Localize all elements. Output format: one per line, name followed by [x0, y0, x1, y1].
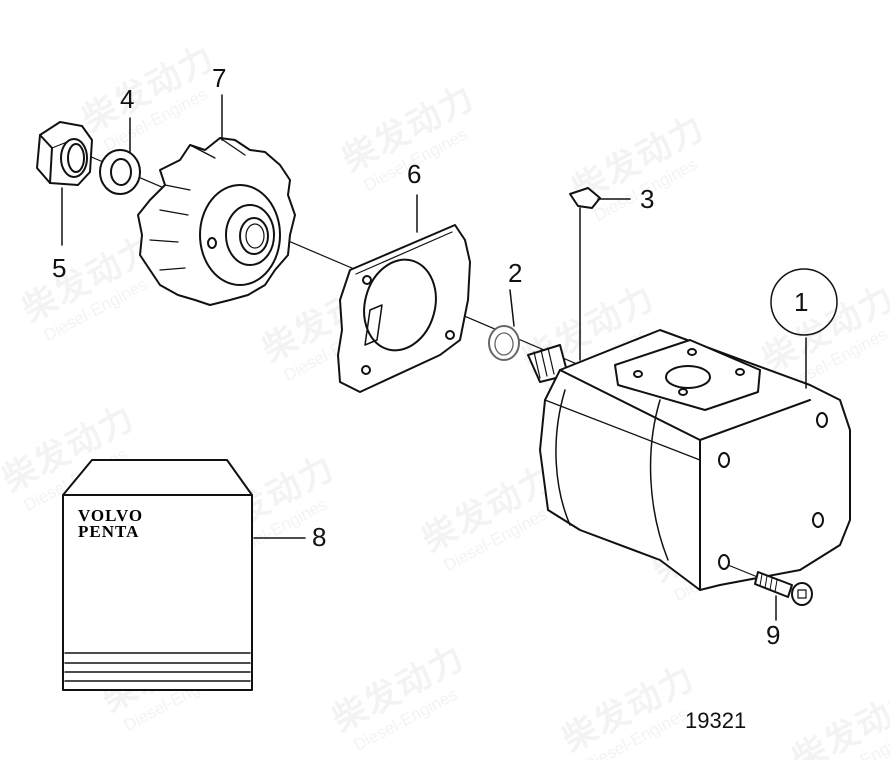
callout-4: 4 — [120, 84, 135, 114]
callout-7: 7 — [212, 63, 227, 93]
key-part — [569, 187, 631, 361]
o-ring-part — [488, 289, 520, 361]
callout-1: 1 — [794, 287, 809, 317]
callout-5: 5 — [52, 253, 67, 283]
kit-package-part — [62, 459, 306, 691]
callout-3: 3 — [640, 184, 655, 214]
callout-9: 9 — [766, 620, 781, 650]
washer-part — [99, 117, 141, 195]
gasket-part — [337, 194, 471, 393]
diagram-reference-number: 19321 — [685, 708, 747, 733]
gear-part — [137, 94, 296, 306]
callout-8: 8 — [312, 522, 327, 552]
callout-6: 6 — [407, 159, 422, 189]
pump-body-part — [527, 268, 851, 591]
nut-part — [36, 121, 93, 246]
brand-line-penta: PENTA — [78, 522, 140, 541]
package-brand-label: VOLVO PENTA — [78, 506, 144, 541]
callout-2: 2 — [508, 258, 523, 288]
brand-line-volvo: VOLVO — [78, 506, 144, 525]
screw-part — [727, 564, 813, 621]
